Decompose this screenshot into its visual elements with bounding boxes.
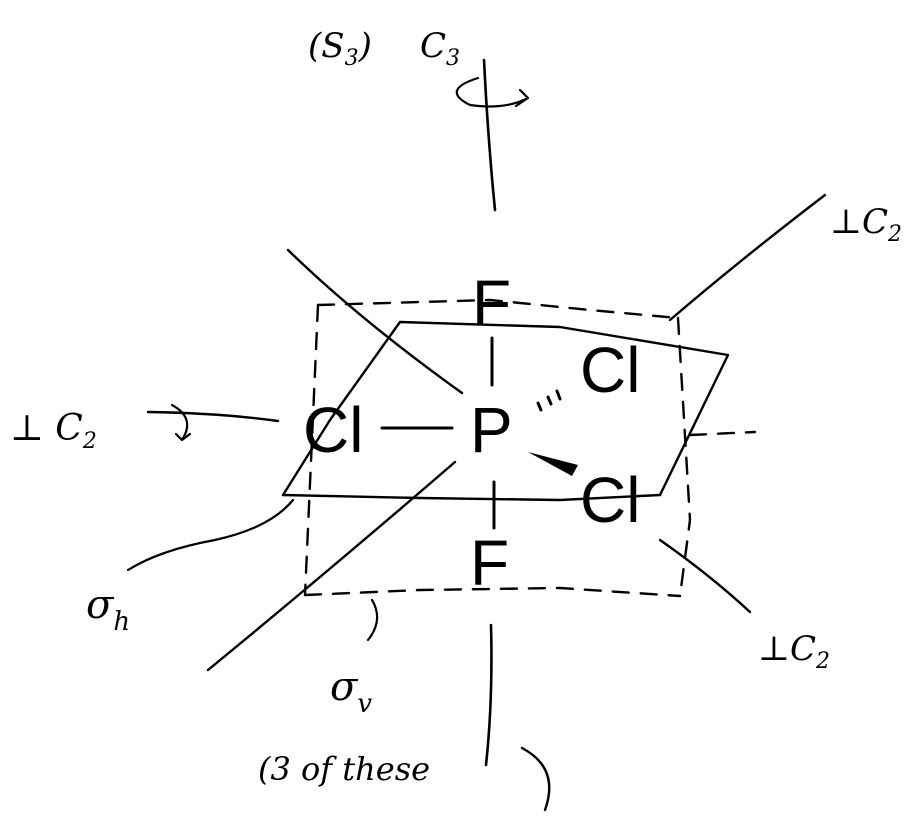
c2-axis-lower-right [658,538,752,614]
annotations: (S3) C3 ⊥ C2 ⊥C2 ⊥C2 σh σv (3 of these [10,26,902,812]
c2-upper-right-subscript: 2 [887,222,902,247]
c2-left-subscript: 2 [82,429,97,454]
svg-text:⊥C2: ⊥C2 [758,629,830,674]
three-of-these-close-paren [520,746,551,812]
sigma-v-subscript: v [357,689,372,719]
atom-f-bottom: F [470,527,509,599]
c2-axis-left [146,410,280,423]
sigma-h-subscript: h [113,607,130,637]
s3-close: ) [358,26,372,66]
c2-lower-right-label: ⊥C [758,629,816,669]
atom-p: P [470,394,513,466]
bond-p-cl-back-hashed [536,389,562,412]
sigma-v-lines [206,248,464,672]
three-of-these-label: (3 of these [258,750,430,788]
c2-left-rotation-icon [170,403,192,442]
svg-text:C3: C3 [420,26,460,71]
svg-text:σh: σh [86,582,130,637]
c3-axis [455,58,530,767]
s3-subscript: 3 [345,46,359,71]
sigma-v-label: σ [330,664,359,710]
sigma-h-label: σ [86,582,115,628]
s3-label: (S [308,26,345,66]
svg-text:(S3): (S3) [308,26,372,71]
c3-subscript: 3 [446,46,460,71]
svg-text:⊥C2: ⊥C2 [830,202,902,247]
c3-rotation-arrow-icon [455,76,530,108]
c2-upper-right-label: ⊥C [830,202,888,242]
c2-axes [146,193,827,614]
c2-axis-upper-right [668,193,827,322]
sigma-h-plane [281,320,730,502]
c2-left-label: ⊥ C [10,408,83,449]
c3-label: C [420,26,446,66]
sigma-h-pointer [126,498,295,572]
sigma-v-pointer [366,598,379,642]
atom-cl-back: Cl [580,334,640,406]
atom-cl-front: Cl [580,464,640,536]
atoms: F P Cl Cl Cl F [303,267,640,599]
svg-text:σv: σv [330,664,372,719]
atom-f-top: F [472,267,511,339]
bonds [380,336,578,530]
label-pointers [126,498,379,642]
atom-cl-left: Cl [303,394,363,466]
c2-lower-right-subscript: 2 [815,649,830,674]
bond-p-cl-front-wedge [528,452,578,476]
svg-text:⊥ C2: ⊥ C2 [10,408,97,454]
sigma-v-plane [303,298,757,598]
